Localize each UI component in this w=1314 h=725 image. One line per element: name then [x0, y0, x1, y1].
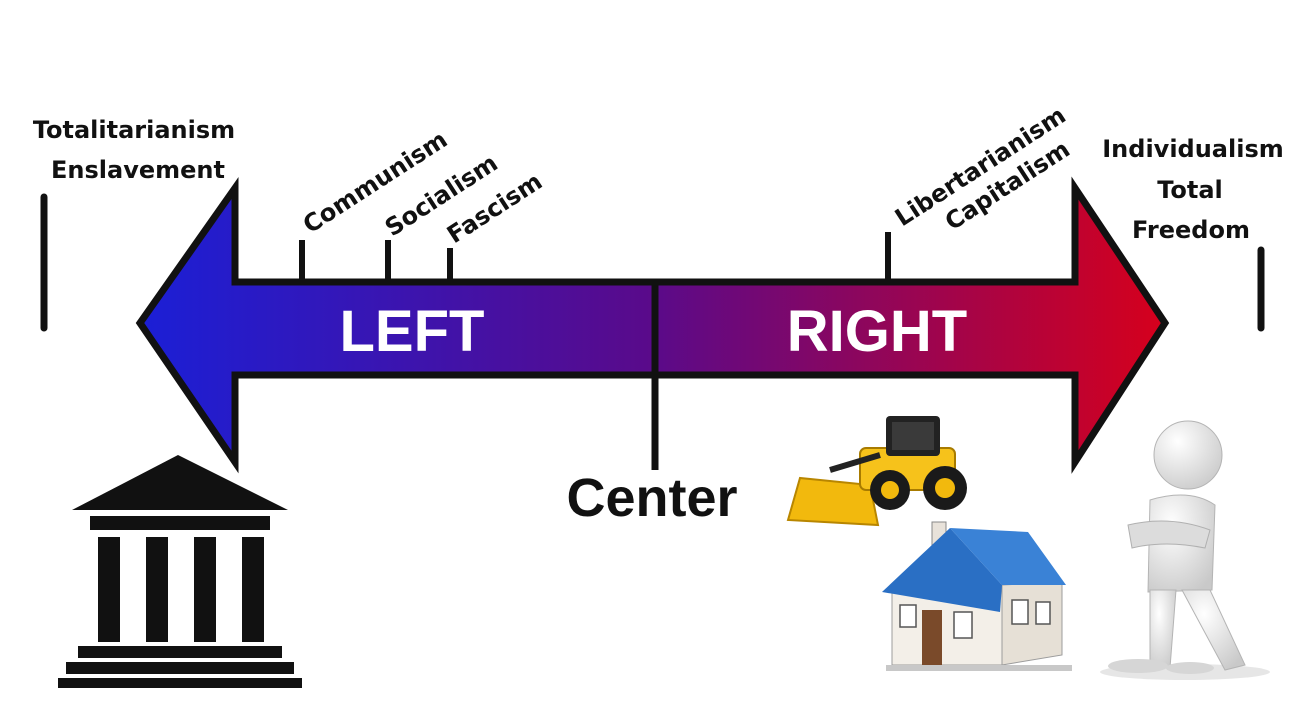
right-extreme-line2: Total [1157, 176, 1223, 204]
center-label: Center [566, 468, 737, 528]
right-label: RIGHT [787, 299, 967, 364]
right-extreme-line1: Individualism [1102, 135, 1284, 163]
government-building-icon [58, 455, 302, 688]
right-extreme-line3: Freedom [1132, 216, 1250, 244]
left-extreme-line2: Enslavement [51, 156, 225, 184]
left-label: LEFT [340, 299, 485, 364]
left-extreme-line1: Totalitarianism [33, 116, 235, 144]
bulldozer-icon [786, 416, 967, 527]
house-icon [882, 521, 1072, 671]
communism-label: Communism [298, 125, 452, 239]
figure-icon [1100, 420, 1270, 680]
